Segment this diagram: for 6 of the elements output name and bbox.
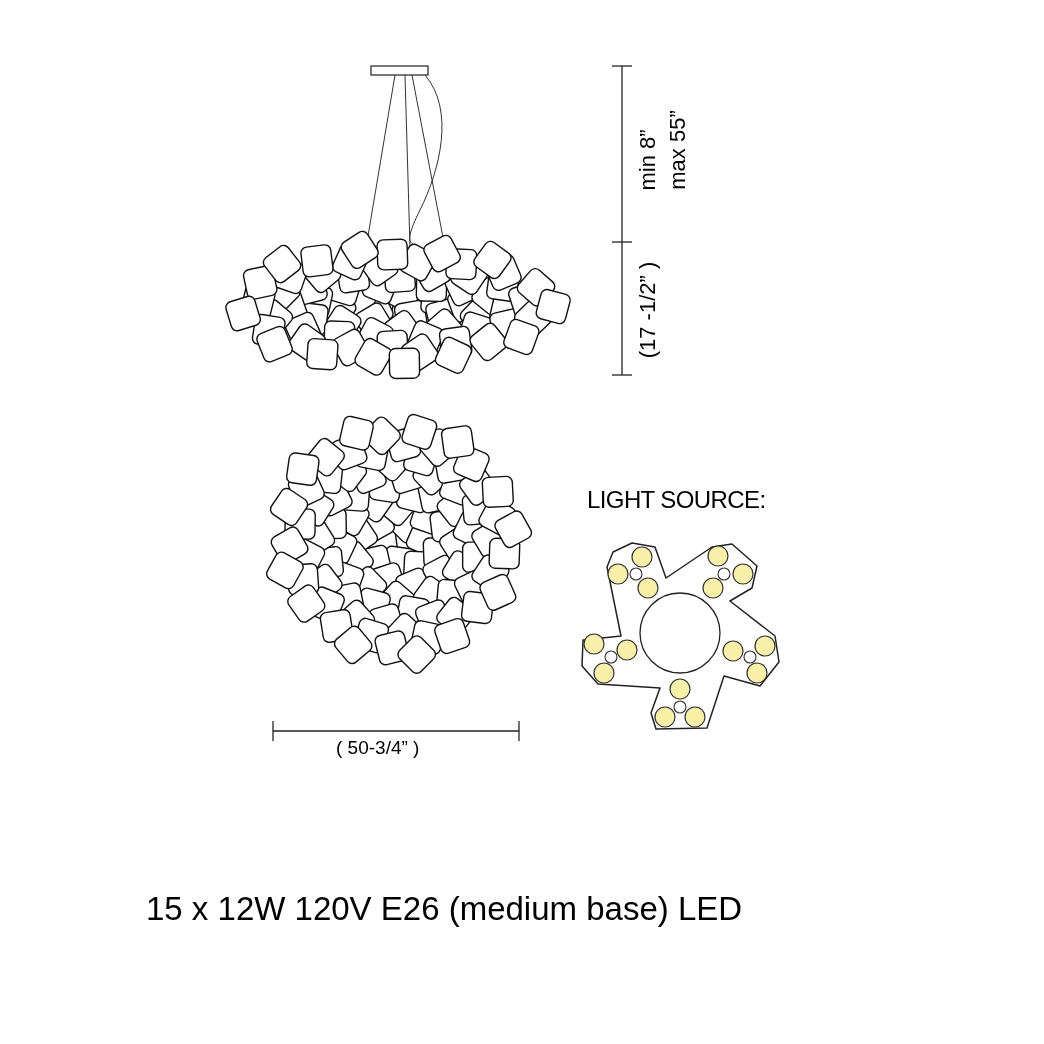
dimension-label: min 8” [637, 129, 659, 191]
spec-text: 15 x 12W 120V E26 (medium base) LED [146, 892, 743, 925]
dimension-label: max 55” [667, 110, 689, 190]
section-heading: LIGHT SOURCE: [587, 488, 766, 512]
dimension-label: (17 -1/2” ) [637, 261, 659, 359]
dimension-label: ( 50-3/4” ) [336, 738, 420, 757]
